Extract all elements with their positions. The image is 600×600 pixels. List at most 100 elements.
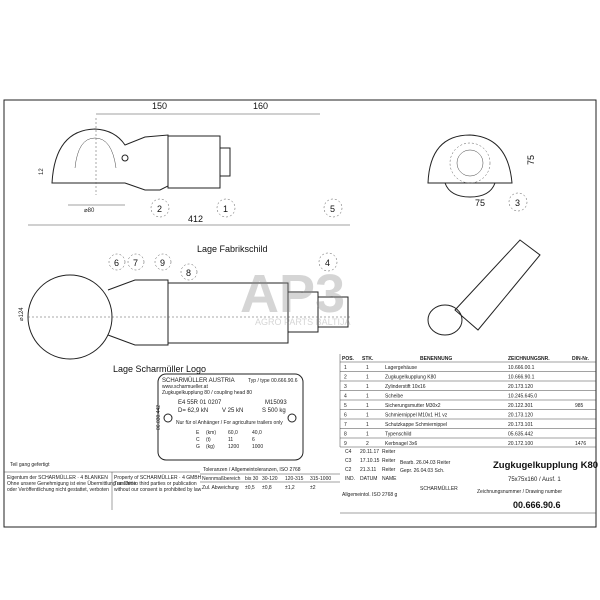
callout-5: 5: [330, 204, 335, 214]
parts-cell: Zylinderstift 10x16: [385, 384, 426, 390]
svg-text:Allgemeintol. ISO 2768 g: Allgemeintol. ISO 2768 g: [342, 492, 398, 498]
svg-text:120-315: 120-315: [285, 476, 304, 482]
drawing-subtitle: 75x75x160 / Ausf. 1: [508, 477, 561, 483]
dim-412: 412: [188, 214, 203, 224]
svg-text:NAME: NAME: [382, 476, 397, 482]
parts-cell: 6: [344, 413, 347, 419]
svg-text:C2: C2: [345, 467, 352, 473]
parts-cell: 7: [344, 422, 347, 428]
callout-4: 4: [325, 258, 330, 268]
dim-12: 12: [39, 168, 45, 175]
svg-text:SCHARMÜLLER: SCHARMÜLLER: [420, 485, 458, 492]
svg-text:Property of SCHARMÜLLER · 4 GM: Property of SCHARMÜLLER · 4 GMBH: [114, 474, 202, 481]
parts-cell: 10.666.90.1: [508, 375, 535, 381]
parts-cell: 8: [344, 432, 347, 438]
dim-160: 160: [253, 101, 268, 111]
tolerance-table: Toleranzen / Allgemeintoleranzen, ISO 27…: [200, 467, 340, 491]
svg-text:21.3.11: 21.3.11: [360, 467, 377, 473]
svg-text:40,0: 40,0: [252, 430, 262, 436]
svg-text:(kg): (kg): [206, 444, 215, 450]
svg-text:Zeichnungsnummer / Drawing num: Zeichnungsnummer / Drawing number: [477, 489, 562, 495]
parts-cell: Schmiernippel M10x1 H1 vz: [385, 413, 448, 419]
watermark-logo: AP3: [240, 264, 345, 324]
parts-cell: 1: [366, 375, 369, 381]
svg-text:oder Veröffentlichung nicht ge: oder Veröffentlichung nicht gestattet, v…: [7, 487, 109, 493]
svg-text:±2: ±2: [310, 485, 316, 491]
plate-mark: M15093: [265, 400, 287, 406]
parts-cell: 10.666.00.1: [508, 365, 535, 371]
callout-7: 7: [133, 258, 138, 268]
svg-text:ZEICHNUNGSNR.: ZEICHNUNGSNR.: [508, 356, 550, 362]
footnote: Teil gang gefertigt: [10, 462, 50, 468]
label-fabrikschild: Lage Fabrikschild: [197, 244, 268, 254]
svg-text:1000: 1000: [252, 444, 263, 450]
svg-text:E: E: [196, 430, 200, 436]
plate-approval: E4 55R 01 0207: [178, 400, 222, 406]
svg-text:Bearb. 26.04.03 Reiter: Bearb. 26.04.03 Reiter: [400, 460, 451, 466]
plate-line3: Zugkugelkupplung 80 / coupling head 80: [162, 390, 252, 396]
parts-cell: 05.635.442: [508, 432, 533, 438]
svg-text:(km): (km): [206, 430, 216, 436]
svg-text:Nennmaßbereich: Nennmaßbereich: [202, 476, 241, 482]
parts-cell: 1: [366, 365, 369, 371]
svg-text:bis 30: bis 30: [245, 476, 259, 482]
svg-text:Gepr. 26.04.03 Sch.: Gepr. 26.04.03 Sch.: [400, 468, 444, 474]
svg-text:(t): (t): [206, 437, 211, 443]
callout-6: 6: [114, 258, 119, 268]
parts-cell: 20.172.100: [508, 441, 533, 447]
parts-cell: 1476: [575, 441, 586, 447]
top-view: 150 160 12 ⌀80: [39, 101, 320, 214]
parts-cell: 10.245.645.0: [508, 394, 537, 400]
svg-text:Eigentum der SCHARMÜLLER · 4 B: Eigentum der SCHARMÜLLER · 4 BLANKEN: [7, 474, 108, 481]
svg-text:30-120: 30-120: [262, 476, 278, 482]
svg-text:Reiter: Reiter: [382, 458, 396, 464]
end-view: 75 75: [427, 134, 536, 208]
plate-note: Nur für ol Anhänger / For agriculture tr…: [176, 420, 283, 426]
parts-cell: 4: [344, 394, 347, 400]
dim-124: ⌀124: [19, 307, 25, 321]
svg-text:±1,2: ±1,2: [285, 485, 295, 491]
parts-cell: 1: [366, 384, 369, 390]
parts-cell: 20.122.301: [508, 403, 533, 409]
parts-cell: 20.173.120: [508, 384, 533, 390]
iso-view: [427, 239, 541, 336]
parts-cell: 2: [366, 441, 369, 447]
parts-table: POS. STK. BENENNUNG ZEICHNUNGSNR. DIN-Nr…: [339, 354, 596, 447]
plate-v: V 25 kN: [222, 408, 243, 414]
parts-cell: 1: [366, 394, 369, 400]
svg-text:DIN-Nr.: DIN-Nr.: [572, 356, 590, 362]
drawing-frame: [3, 99, 597, 528]
parts-cell: 3: [344, 384, 347, 390]
callouts: 1 2 3 4 5 6 7 8 9: [108, 192, 528, 281]
parts-cell: 9: [344, 441, 347, 447]
parts-cell: Sicherungsmutter M30x2: [385, 403, 441, 409]
svg-text:20.11.17: 20.11.17: [360, 449, 379, 455]
svg-text:DATUM: DATUM: [360, 476, 377, 482]
plate-brand: SCHARMÜLLER AUSTRIA: [162, 377, 235, 384]
svg-text:G: G: [196, 444, 200, 450]
svg-text:6: 6: [252, 437, 255, 443]
parts-cell: 1: [366, 432, 369, 438]
parts-cell: 1: [366, 403, 369, 409]
plate-line2: www.scharmueller.at: [162, 384, 208, 390]
svg-text:±0,5: ±0,5: [245, 485, 255, 491]
svg-text:POS.: POS.: [342, 356, 355, 362]
svg-text:Transfer to third parties or p: Transfer to third parties or publication: [114, 481, 197, 487]
drawing-number: 00.666.90.6: [513, 500, 561, 510]
label-logo: Lage Scharmüller Logo: [113, 364, 206, 374]
callout-1: 1: [223, 204, 228, 214]
svg-text:STK.: STK.: [362, 356, 374, 362]
parts-cell: 1: [366, 422, 369, 428]
svg-text:Zul. Abweichung: Zul. Abweichung: [202, 485, 239, 491]
svg-text:BENENNUNG: BENENNUNG: [420, 356, 452, 362]
svg-text:without our consent is prohibi: without our consent is prohibited by law: [114, 487, 202, 493]
svg-text:Reiter: Reiter: [382, 449, 396, 455]
svg-text:1200: 1200: [228, 444, 239, 450]
drawing-title: Zugkugelkupplung K80: [493, 460, 598, 471]
parts-cell: 2: [344, 375, 347, 381]
svg-text:IND.: IND.: [345, 476, 355, 482]
type-plate: SCHARMÜLLER AUSTRIA www.scharmueller.at …: [156, 373, 304, 461]
parts-cell: 20.173.101: [508, 422, 533, 428]
